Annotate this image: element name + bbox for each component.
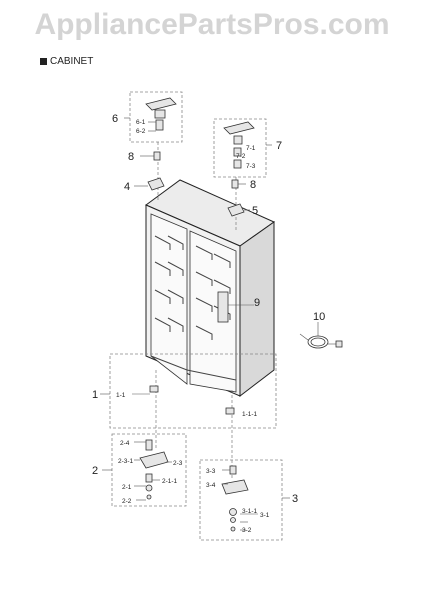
shelf-rail — [154, 235, 171, 250]
shelf-rail — [195, 271, 213, 286]
label-3-1: 3-1 — [260, 512, 270, 519]
shelf-rail — [167, 235, 184, 250]
label-1-1-b: 1-1-1 — [242, 411, 258, 418]
label-1: 1 — [92, 389, 98, 401]
label-9: 9 — [254, 297, 260, 309]
shelf-rail — [167, 289, 184, 304]
label-3-4: 3-4 — [206, 482, 216, 489]
part-8-right — [231, 179, 239, 189]
label-6: 6 — [112, 113, 118, 125]
label-4: 4 — [124, 181, 130, 193]
lower-hinge-left — [139, 439, 169, 500]
group-3-box — [199, 459, 283, 541]
label-3-3: 3-3 — [206, 468, 216, 475]
section-title-text: CABINET — [50, 56, 94, 67]
part-9-sensor — [217, 291, 229, 323]
part-10-power-cord — [299, 333, 343, 349]
shelf-rail — [154, 317, 171, 332]
shelf-rail — [195, 297, 213, 312]
bullet-square-icon — [40, 58, 47, 65]
label-6-2: 6-2 — [136, 128, 146, 135]
label-2-2: 2-2 — [122, 498, 132, 505]
label-2-1-1: 2-1-1 — [162, 478, 178, 485]
group-7-box — [213, 118, 267, 178]
shelf-rail — [213, 253, 231, 268]
label-2-3: 2-3 — [173, 460, 183, 467]
label-3: 3 — [292, 493, 298, 505]
shelf-rail — [195, 245, 213, 260]
label-2-3-1: 2-3-1 — [118, 458, 134, 465]
section-title: CABINET — [40, 56, 93, 67]
freezer-compartment — [150, 213, 188, 385]
part-1-1-left — [149, 385, 159, 393]
part-4-bracket — [147, 177, 165, 191]
cabinet-floor — [150, 355, 237, 381]
shelf-rail — [213, 279, 231, 294]
fridge-compartment — [189, 230, 237, 393]
label-5: 5 — [252, 205, 258, 217]
label-2: 2 — [92, 465, 98, 477]
label-6-1: 6-1 — [136, 119, 146, 126]
label-2-1: 2-1 — [122, 484, 132, 491]
lower-hinge-right — [221, 465, 249, 532]
shelf-rail — [154, 261, 171, 276]
label-8-right: 8 — [250, 179, 256, 191]
label-7-1: 7-1 — [246, 145, 256, 152]
shelf-rail — [167, 261, 184, 276]
label-8-left: 8 — [128, 151, 134, 163]
group-6-box — [129, 91, 183, 143]
cabinet-side — [239, 221, 275, 398]
part-5-bracket — [227, 203, 245, 217]
label-1-1-a: 1-1 — [116, 392, 126, 399]
label-7-3: 7-3 — [246, 163, 256, 170]
shelf-rail — [167, 317, 184, 332]
shelf-rail — [195, 325, 213, 340]
shelf-rail — [154, 289, 171, 304]
label-10: 10 — [313, 311, 325, 323]
label-3-2: 3-2 — [242, 527, 252, 534]
part-8-left — [153, 151, 161, 161]
label-2-4: 2-4 — [120, 440, 130, 447]
hinge-top-left — [145, 97, 177, 131]
part-1-1-right — [225, 407, 235, 415]
cabinet-body — [145, 179, 276, 398]
label-7: 7 — [276, 140, 282, 152]
label-7-2: 7-2 — [236, 153, 246, 160]
group-1-box — [109, 353, 277, 429]
label-3-1-1: 3-1-1 — [242, 508, 258, 515]
hinge-top-right — [223, 121, 255, 169]
watermark: AppliancePartsPros.com — [34, 8, 390, 41]
